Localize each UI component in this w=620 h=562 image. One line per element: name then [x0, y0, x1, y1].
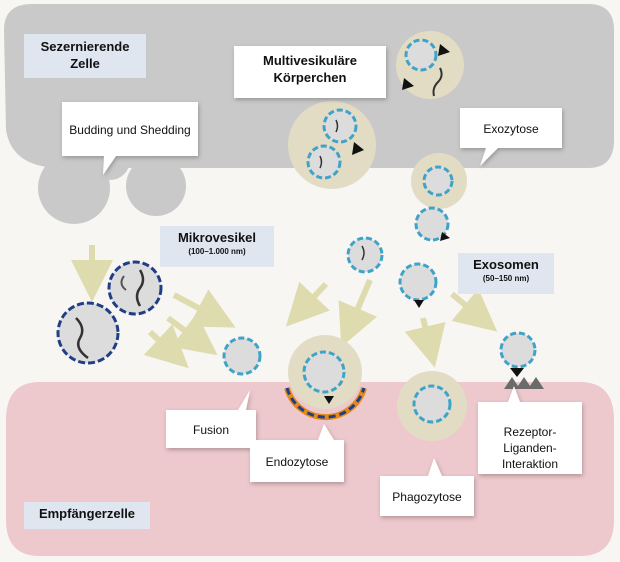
exosome-label: Exosomen (50–150 nm): [458, 253, 554, 294]
budding-bulge: [126, 156, 186, 216]
endocytosis-label: Endozytose: [265, 455, 329, 469]
budding-bulge: [38, 152, 110, 224]
phagocytosis-label: Phagozytose: [392, 490, 462, 504]
microvesicle-label: Mikrovesikel (100–1.000 nm): [160, 226, 274, 267]
microvesicle: [56, 301, 120, 365]
exosome: [222, 336, 262, 376]
recipient-cell-label: Empfängerzelle: [24, 502, 150, 529]
callout-bubbles: [62, 46, 582, 516]
exocytosis-label: Exozytose: [483, 122, 539, 136]
fusion-label: Fusion: [192, 423, 230, 437]
exosome: [414, 206, 450, 242]
exosome: [346, 236, 384, 274]
microvesicle: [107, 260, 163, 316]
exosome-size: (50–150 nm): [482, 274, 530, 283]
transport-arrows: [71, 245, 498, 369]
secreting-cell-label: Sezernierende Zelle: [24, 34, 146, 78]
microvesicle-size: (100–1.000 nm): [188, 247, 246, 256]
multivesicular-body: [288, 101, 376, 189]
exosome: [398, 262, 438, 308]
receptor-ligand-event: [499, 331, 544, 389]
microvesicle-title: Mikrovesikel: [177, 230, 257, 245]
mvb-label: Multivesikuläre Körperchen: [263, 53, 357, 85]
receptor-ligand-label: Rezeptor-Liganden- Interaktion: [501, 425, 559, 471]
budding-label: Budding und Shedding: [69, 123, 191, 137]
multivesicular-body: [396, 31, 464, 99]
endocytosis-event: [284, 335, 367, 421]
multivesicular-body: [411, 153, 467, 209]
exosome-title: Exosomen: [473, 257, 539, 272]
phagocytosis-event: [397, 371, 467, 441]
